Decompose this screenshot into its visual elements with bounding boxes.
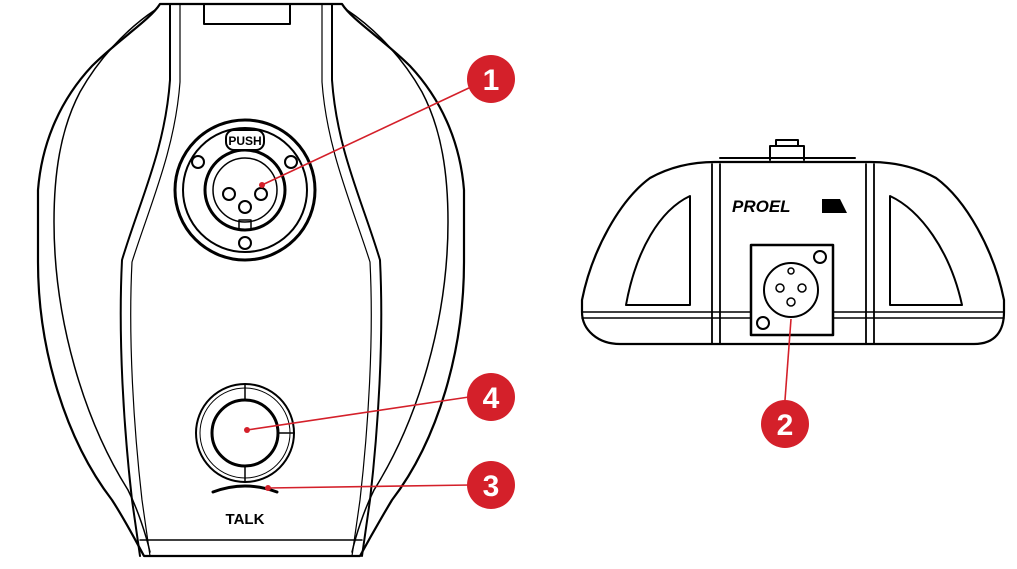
rear-plate-screw-bottom: [756, 316, 770, 330]
front-view-device: [36, 2, 466, 558]
rear-xlr-pin-1: [775, 283, 785, 293]
xlr-mount-hole-right: [284, 155, 298, 169]
talk-indicator-led: [211, 484, 279, 494]
front-shell-contour-right: [346, 9, 449, 553]
callout-circle-2: [761, 400, 809, 448]
xlr-mount-hole-bottom: [238, 236, 252, 250]
xlr-pin-1: [222, 187, 236, 201]
rear-top-nub: [769, 139, 805, 161]
rear-xlr-pin-3: [786, 297, 796, 307]
rear-view-device: [580, 139, 1006, 346]
talk-label: TALK: [226, 511, 265, 528]
xlr-pin-2: [254, 187, 268, 201]
callout-circle-4: [467, 373, 515, 421]
brand-logo: PROEL: [732, 197, 791, 216]
callout-line-1: [261, 86, 472, 186]
callout-dot-1: [259, 182, 265, 188]
rear-xlr-pin-2: [797, 283, 807, 293]
callout-line-3: [267, 484, 472, 489]
callout-badge-3: 3: [467, 461, 515, 509]
push-label: PUSH: [228, 134, 261, 148]
callout-badge-2: 2: [761, 400, 809, 448]
xlr-latch: [238, 219, 252, 231]
front-top-tab: [203, 3, 291, 25]
rear-xlr-key: [787, 267, 795, 275]
talk-button-cap: [210, 398, 280, 468]
talk-button-segments: [244, 383, 295, 483]
callout-circle-3: [467, 461, 515, 509]
front-center-panel-inner: [130, 3, 372, 557]
xlr-mount-hole-left: [191, 155, 205, 169]
rear-xlr-socket: [763, 262, 819, 318]
callout-dot-3: [265, 485, 271, 491]
callout-badge-4: 4: [467, 373, 515, 421]
rear-side-scoop-right: [889, 195, 963, 306]
callout-dot-4: [244, 427, 250, 433]
rear-body-outline: [580, 160, 1006, 346]
callout-number-2: 2: [777, 409, 794, 442]
callout-number-3: 3: [483, 470, 500, 503]
callout-number-4: 4: [483, 382, 500, 415]
front-outer-shell: [36, 2, 466, 558]
xlr-socket-inner: [212, 157, 278, 223]
front-shell-contour-left: [53, 9, 156, 553]
push-tab: [225, 129, 265, 151]
xlr-outer-ring: [173, 118, 317, 262]
rear-side-scoop-left: [625, 195, 691, 306]
callout-line-4: [246, 396, 470, 431]
callout-lines: [246, 86, 792, 489]
rear-plate-screw-top: [813, 250, 827, 264]
rear-panel-edges: [711, 163, 875, 345]
callout-number-1: 1: [483, 64, 500, 97]
brand-logo-mark: [822, 199, 847, 213]
callout-circle-1: [467, 55, 515, 103]
callout-line-2: [784, 318, 792, 401]
front-center-panel: [119, 3, 383, 557]
xlr-socket-body: [203, 148, 287, 232]
xlr-mid-ring: [182, 127, 308, 253]
callout-badge-1: 1: [467, 55, 515, 103]
xlr-pin-3: [238, 200, 252, 214]
